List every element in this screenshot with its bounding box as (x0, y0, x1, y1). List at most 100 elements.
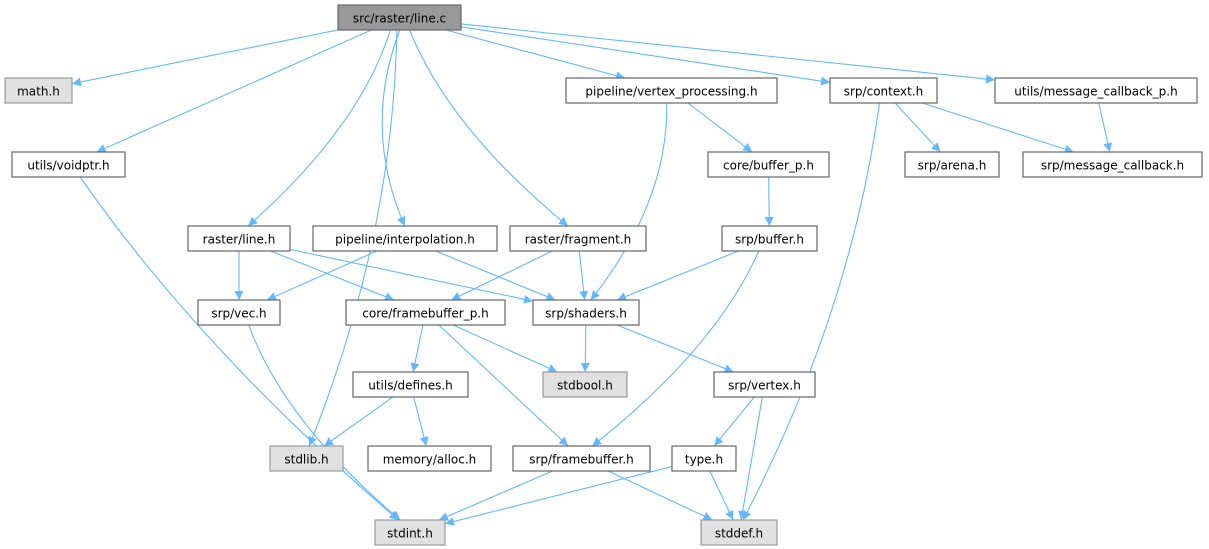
edge-root-to-interp (381, 29, 406, 227)
edge-buffer-to-shaders (616, 250, 739, 301)
node-box (532, 299, 640, 326)
edge-frag-to-fbp (451, 250, 553, 301)
edge-context-to-arena (894, 102, 941, 153)
node-label: srp/buffer.h (735, 233, 804, 247)
node-rline[interactable]: raster/line.h (187, 225, 291, 252)
node-type[interactable]: type.h (671, 445, 737, 472)
node-fb[interactable]: srp/framebuffer.h (512, 445, 651, 472)
edge-shaders-to-vertex (616, 324, 734, 373)
edge-type-to-stddef (709, 470, 734, 521)
node-box (1022, 151, 1203, 178)
node-bufferp[interactable]: core/buffer_p.h (707, 151, 830, 178)
node-mcb[interactable]: srp/message_callback.h (1022, 151, 1203, 178)
node-stdbool: stdbool.h (542, 371, 628, 398)
nodes: src/raster/line.c math.h utils/voidptr.h pi… (4, 4, 1203, 546)
node-label: raster/line.h (203, 233, 276, 247)
edge-interp-to-vec (266, 250, 378, 301)
node-shaders[interactable]: srp/shaders.h (532, 299, 640, 326)
node-mcbp[interactable]: utils/message_callback_p.h (994, 77, 1198, 104)
edge-rline-to-shaders (289, 248, 534, 304)
node-box (269, 445, 344, 472)
node-box (721, 225, 818, 252)
node-box (671, 445, 737, 472)
node-label: stddef.h (715, 527, 763, 541)
node-fbp[interactable]: core/framebuffer_p.h (345, 299, 506, 326)
edge-root-to-rline (247, 29, 391, 227)
node-label: pipeline/vertex_processing.h (585, 85, 757, 99)
node-stdint: stdint.h (374, 519, 446, 546)
node-label: math.h (17, 85, 60, 99)
node-box (312, 225, 498, 252)
node-math: math.h (4, 77, 73, 104)
node-label: stdint.h (387, 527, 433, 541)
node-defines[interactable]: utils/defines.h (352, 371, 469, 398)
node-label: srp/framebuffer.h (529, 453, 634, 467)
edge-root-to-mcbp (460, 23, 996, 84)
edge-context-to-mcb (922, 102, 1074, 154)
node-box (700, 519, 778, 546)
node-box (542, 371, 628, 398)
edge-voidptr-to-stdint (79, 176, 399, 521)
edge-shaders-to-stdbool (580, 324, 590, 373)
node-label: pipeline/interpolation.h (335, 233, 475, 247)
node-box (367, 445, 492, 472)
node-frag[interactable]: raster/fragment.h (509, 225, 647, 252)
edge-mcbp-to-mcb (1098, 102, 1113, 153)
edge-buffer-to-fb (591, 250, 760, 447)
node-box (4, 77, 73, 104)
node-context[interactable]: srp/context.h (829, 77, 938, 104)
node-alloc[interactable]: memory/alloc.h (367, 445, 492, 472)
edge-defines-to-stdlib (323, 396, 394, 447)
node-label: srp/vertex.h (728, 379, 801, 393)
edge-context-to-stddef (742, 102, 880, 521)
node-vproc[interactable]: pipeline/vertex_processing.h (565, 77, 778, 104)
node-label: utils/message_callback_p.h (1014, 85, 1177, 99)
node-box (11, 151, 126, 178)
node-box (374, 519, 446, 546)
node-label: srp/vec.h (211, 307, 266, 321)
edge-vec-to-stdint (248, 324, 401, 521)
node-box (337, 4, 462, 31)
node-box (713, 371, 816, 398)
node-label: src/raster/line.c (353, 12, 446, 26)
node-label: srp/shaders.h (545, 307, 627, 321)
node-label: core/buffer_p.h (723, 159, 814, 173)
edge-fbp-to-defines (410, 324, 424, 373)
node-label: utils/defines.h (368, 379, 453, 393)
edge-vertex-to-type (713, 396, 755, 447)
node-box (197, 299, 281, 326)
edge-root-to-frag (409, 29, 569, 227)
edge-root-to-voidptr (96, 29, 372, 153)
edge-vproc-to-shaders (590, 102, 668, 301)
node-interp[interactable]: pipeline/interpolation.h (312, 225, 498, 252)
edge-root-to-context (460, 26, 831, 86)
node-buffer[interactable]: srp/buffer.h (721, 225, 818, 252)
node-box (904, 151, 1000, 178)
node-box (994, 77, 1198, 104)
node-vertex[interactable]: srp/vertex.h (713, 371, 816, 398)
edge-vertex-to-stddef (738, 396, 763, 521)
node-label: srp/arena.h (918, 159, 987, 173)
node-label: memory/alloc.h (383, 453, 477, 467)
edge-bufferp-to-buffer (764, 176, 774, 227)
node-box (829, 77, 938, 104)
node-label: stdbool.h (557, 379, 613, 393)
edge-rline-to-fbp (270, 250, 395, 301)
node-box (187, 225, 291, 252)
edges (71, 23, 1113, 526)
edge-fbp-to-stdbool (452, 324, 558, 373)
node-arena[interactable]: srp/arena.h (904, 151, 1000, 178)
node-box (512, 445, 651, 472)
node-voidptr[interactable]: utils/voidptr.h (11, 151, 126, 178)
node-label: core/framebuffer_p.h (362, 307, 488, 321)
node-box (707, 151, 830, 178)
node-root: src/raster/line.c (337, 4, 462, 31)
edge-root-to-math (71, 29, 339, 87)
edge-fb-to-stdint (438, 470, 553, 521)
node-vec[interactable]: srp/vec.h (197, 299, 281, 326)
edge-type-to-stdint (444, 466, 673, 526)
edge-fb-to-stddef (607, 470, 713, 521)
edge-vproc-to-bufferp (687, 102, 753, 153)
node-label: stdlib.h (284, 453, 328, 467)
node-label: type.h (685, 453, 723, 467)
